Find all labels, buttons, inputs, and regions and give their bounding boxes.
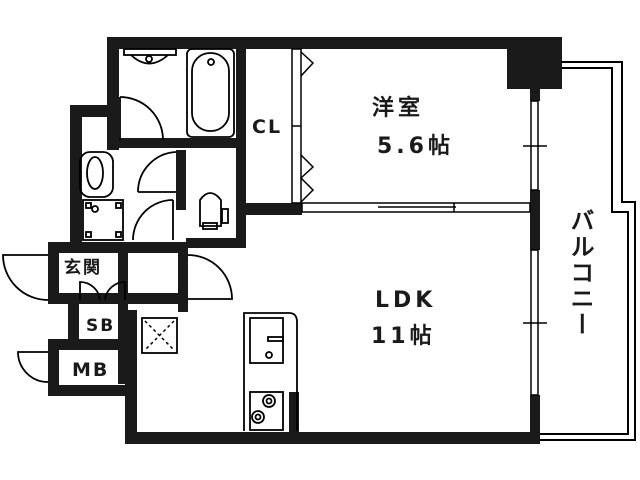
- closet-doors: [291, 48, 315, 204]
- room-label-ldk: LDK: [375, 288, 437, 313]
- room-label-entrance: 玄関: [64, 258, 102, 278]
- room-label-shoe-box: SB: [86, 316, 116, 336]
- refrigerator-cross: [144, 320, 175, 351]
- fixtures: [2, 48, 235, 383]
- walls: [48, 37, 562, 444]
- room-size-ldk: 11帖: [371, 324, 436, 349]
- room-label-closet: CL: [252, 116, 283, 138]
- room-label-western-room: 洋室: [372, 96, 425, 121]
- balcony-outline: [540, 61, 636, 441]
- room-size-western-room: 5.6帖: [377, 134, 454, 159]
- room-label-balcony: バルコニー: [566, 208, 594, 338]
- windows: [523, 100, 547, 396]
- room-label-meter-box: MB: [72, 359, 110, 381]
- kitchen: [243, 312, 298, 431]
- sliding-door: [301, 202, 531, 213]
